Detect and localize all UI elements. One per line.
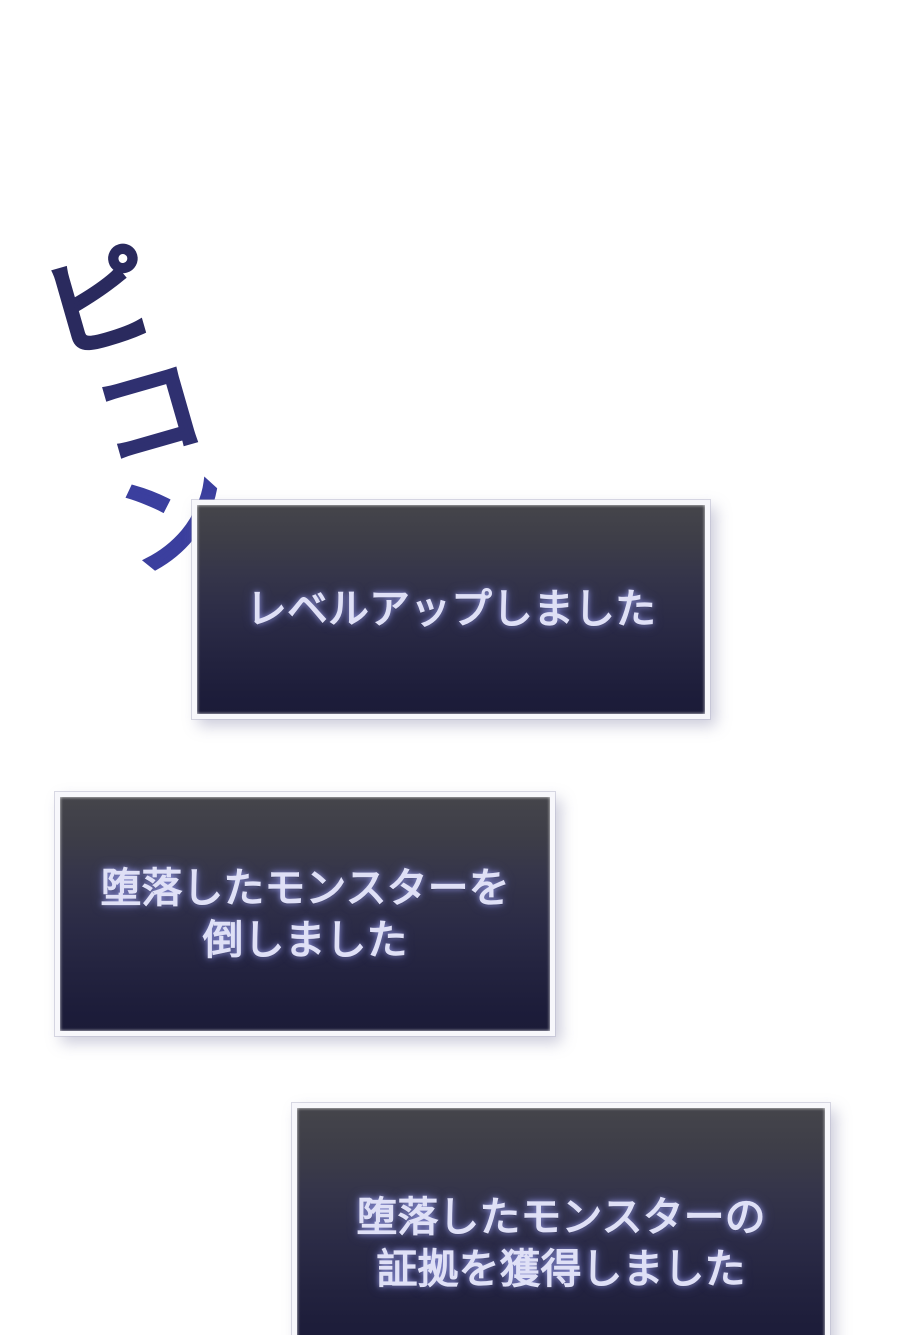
- notification-line: 堕落したモンスターを: [100, 863, 510, 912]
- notification-line: 証拠を獲得しました: [376, 1245, 746, 1293]
- sound-effect-char-2: コ: [80, 340, 218, 489]
- notification-text-block: 堕落したモンスターの 証拠を獲得しました: [297, 1191, 825, 1296]
- notification-text-block: 堕落したモンスターを 倒しました: [60, 862, 550, 967]
- sound-effect-text: ピ コ ン: [30, 230, 248, 598]
- notification-line: レベルアップしました: [246, 585, 656, 634]
- system-notification-level-up: レベルアップしました: [192, 500, 710, 719]
- notification-text-block: レベルアップしました: [197, 585, 705, 633]
- notification-line: 堕落したモンスターの: [356, 1192, 766, 1241]
- system-notification-proof-obtained: 堕落したモンスターの 証拠を獲得しました: [292, 1103, 830, 1335]
- notification-line: 倒しました: [202, 916, 408, 964]
- system-notification-monster-defeated: 堕落したモンスターを 倒しました: [55, 792, 555, 1036]
- sound-effect-char-1: ピ: [30, 230, 170, 382]
